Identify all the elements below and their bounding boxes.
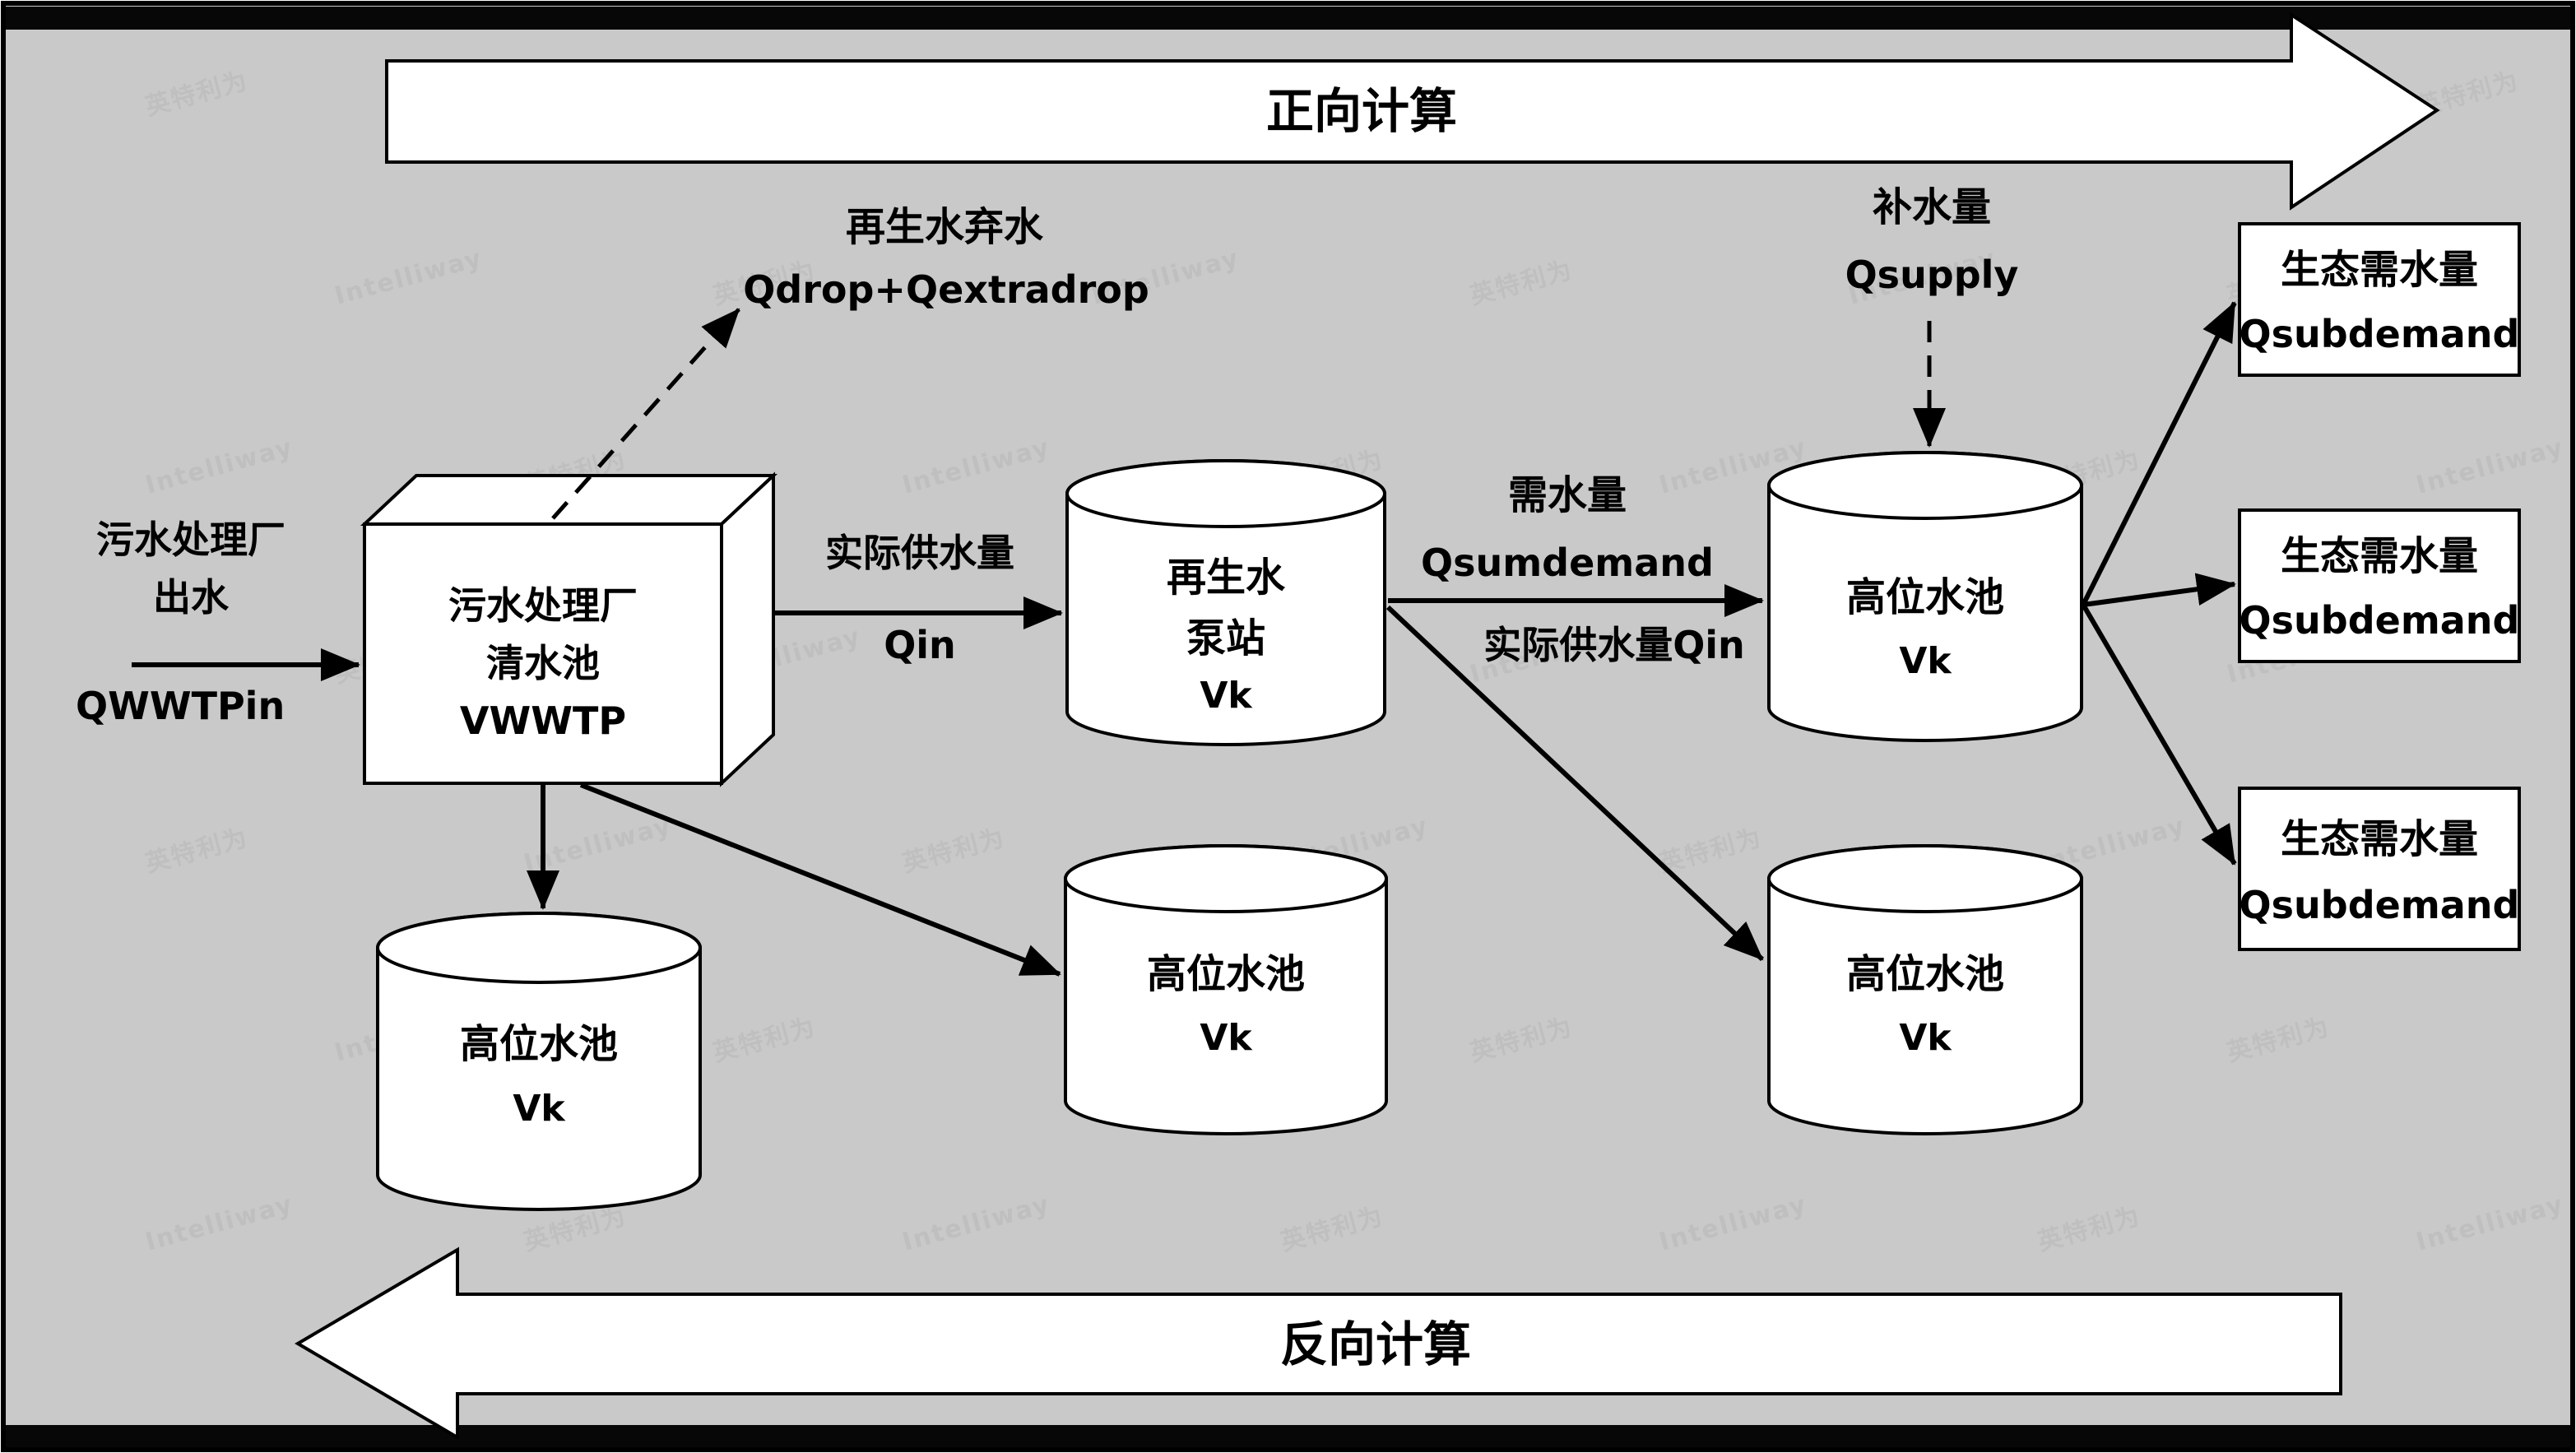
wwtp-clearwater-box: 污水处理厂 清水池 VWWTP xyxy=(360,471,778,787)
pump-cylinder-top xyxy=(1065,459,1386,528)
eco-demand-box-2: 生态需水量 Qsubdemand xyxy=(2238,508,2521,663)
supply-flow: 补水量 Qsupply xyxy=(1845,184,2019,448)
backward-banner-label: 反向计算 xyxy=(1280,1316,1471,1372)
eco-arrow-2 xyxy=(2082,573,2236,607)
drop-dashed-arrow xyxy=(551,308,740,520)
pump-label-line1: 再生水 xyxy=(1167,555,1286,601)
pump-label-line2: 泵站 xyxy=(1186,615,1265,662)
inflow-label-line1: 污水处理厂 xyxy=(96,518,285,562)
wwtp-box-right-face xyxy=(720,471,775,787)
bottom-right-tank-line2: Vk xyxy=(1899,1017,1952,1059)
qin-label-line1: 实际供水量 xyxy=(825,531,1014,575)
bottom-middle-tank-line1: 高位水池 xyxy=(1147,951,1305,997)
main-tank-cylinder: 高位水池 Vk xyxy=(1767,451,2083,742)
eco-arrow-1 xyxy=(2081,301,2237,606)
demand-flow: 需水量 Qsumdemand 实际供水量Qin xyxy=(1388,472,1764,667)
wwtp-box-line1: 污水处理厂 xyxy=(448,583,638,628)
eco-box-2-shape xyxy=(2238,508,2521,663)
eco-arrow-3 xyxy=(2081,603,2237,866)
bottom-black-bar xyxy=(5,1425,2571,1448)
eco-demand-box-1: 生态需水量 Qsubdemand xyxy=(2238,222,2521,377)
backward-arrow-shape xyxy=(295,1246,2342,1441)
forward-arrow-shape xyxy=(385,12,2440,211)
eco-box-3-line1: 生态需水量 xyxy=(2281,816,2478,862)
bottom-right-tank-top xyxy=(1767,844,2083,913)
eco-box-3-shape xyxy=(2238,787,2521,951)
main-tank-line1: 高位水池 xyxy=(1846,574,2004,620)
eco-box-1-line1: 生态需水量 xyxy=(2281,247,2478,293)
wwtp-box-front-face xyxy=(363,522,723,785)
demand-label-line3: 实际供水量Qin xyxy=(1483,623,1745,667)
eco-box-2-line1: 生态需水量 xyxy=(2281,533,2478,579)
wwtp-box-line3: VWWTP xyxy=(460,699,626,743)
bottom-middle-tank-top xyxy=(1064,844,1388,913)
backward-arrow-banner: 反向计算 xyxy=(295,1246,2342,1441)
eco-box-1-line2: Qsubdemand xyxy=(2239,312,2520,356)
main-tank-top xyxy=(1767,451,2083,520)
eco-box-2-line2: Qsubdemand xyxy=(2239,598,2520,643)
drop-label-line1: 再生水弃水 xyxy=(846,204,1044,250)
wwtp-box-top-face xyxy=(360,474,778,526)
arrow-box-to-bottom-middle-tank xyxy=(579,782,1061,977)
inflow-label-line2: 出水 xyxy=(153,575,230,620)
eco-box-1-shape xyxy=(2238,222,2521,377)
bottom-middle-tank-line2: Vk xyxy=(1200,1017,1253,1059)
forward-banner-label: 正向计算 xyxy=(1266,83,1457,139)
pump-station-cylinder: 再生水 泵站 Vk xyxy=(1065,459,1386,746)
bottom-right-tank-cylinder: 高位水池 Vk xyxy=(1767,844,2083,1135)
drop-label-line2: Qdrop+Qextradrop xyxy=(743,267,1149,312)
demand-label-line2: Qsumdemand xyxy=(1421,541,1714,585)
bottom-right-tank-line1: 高位水池 xyxy=(1846,951,2004,997)
main-tank-line2: Vk xyxy=(1899,640,1952,682)
bottom-left-tank-line1: 高位水池 xyxy=(460,1021,618,1067)
eco-box-3-line2: Qsubdemand xyxy=(2239,883,2520,927)
wwtp-box-line2: 清水池 xyxy=(486,641,600,685)
bottom-left-tank-top xyxy=(376,912,702,984)
arrow-pump-to-bottom-right-tank xyxy=(1385,605,1765,962)
bottom-left-tank-line2: Vk xyxy=(513,1088,566,1130)
inflow-variable-label: QWWTPin xyxy=(76,684,285,728)
bottom-left-tank-cylinder: 高位水池 Vk xyxy=(376,912,702,1211)
eco-demand-box-3: 生态需水量 Qsubdemand xyxy=(2238,787,2521,951)
pump-label-line3: Vk xyxy=(1200,675,1253,717)
top-black-bar xyxy=(5,7,2571,30)
supply-label-line2: Qsupply xyxy=(1845,253,2019,297)
qin-flow: 实际供水量 Qin xyxy=(775,531,1063,667)
demand-label-line1: 需水量 xyxy=(1508,472,1627,518)
wwtp-inflow: 污水处理厂 出水 QWWTPin xyxy=(76,518,360,728)
qin-label-line2: Qin xyxy=(884,623,956,667)
reclaimed-drop-flow: 再生水弃水 Qdrop+Qextradrop xyxy=(551,204,1149,520)
bottom-middle-tank-cylinder: 高位水池 Vk xyxy=(1064,844,1388,1135)
forward-arrow-banner: 正向计算 xyxy=(385,12,2440,211)
supply-label-line1: 补水量 xyxy=(1873,184,1991,230)
